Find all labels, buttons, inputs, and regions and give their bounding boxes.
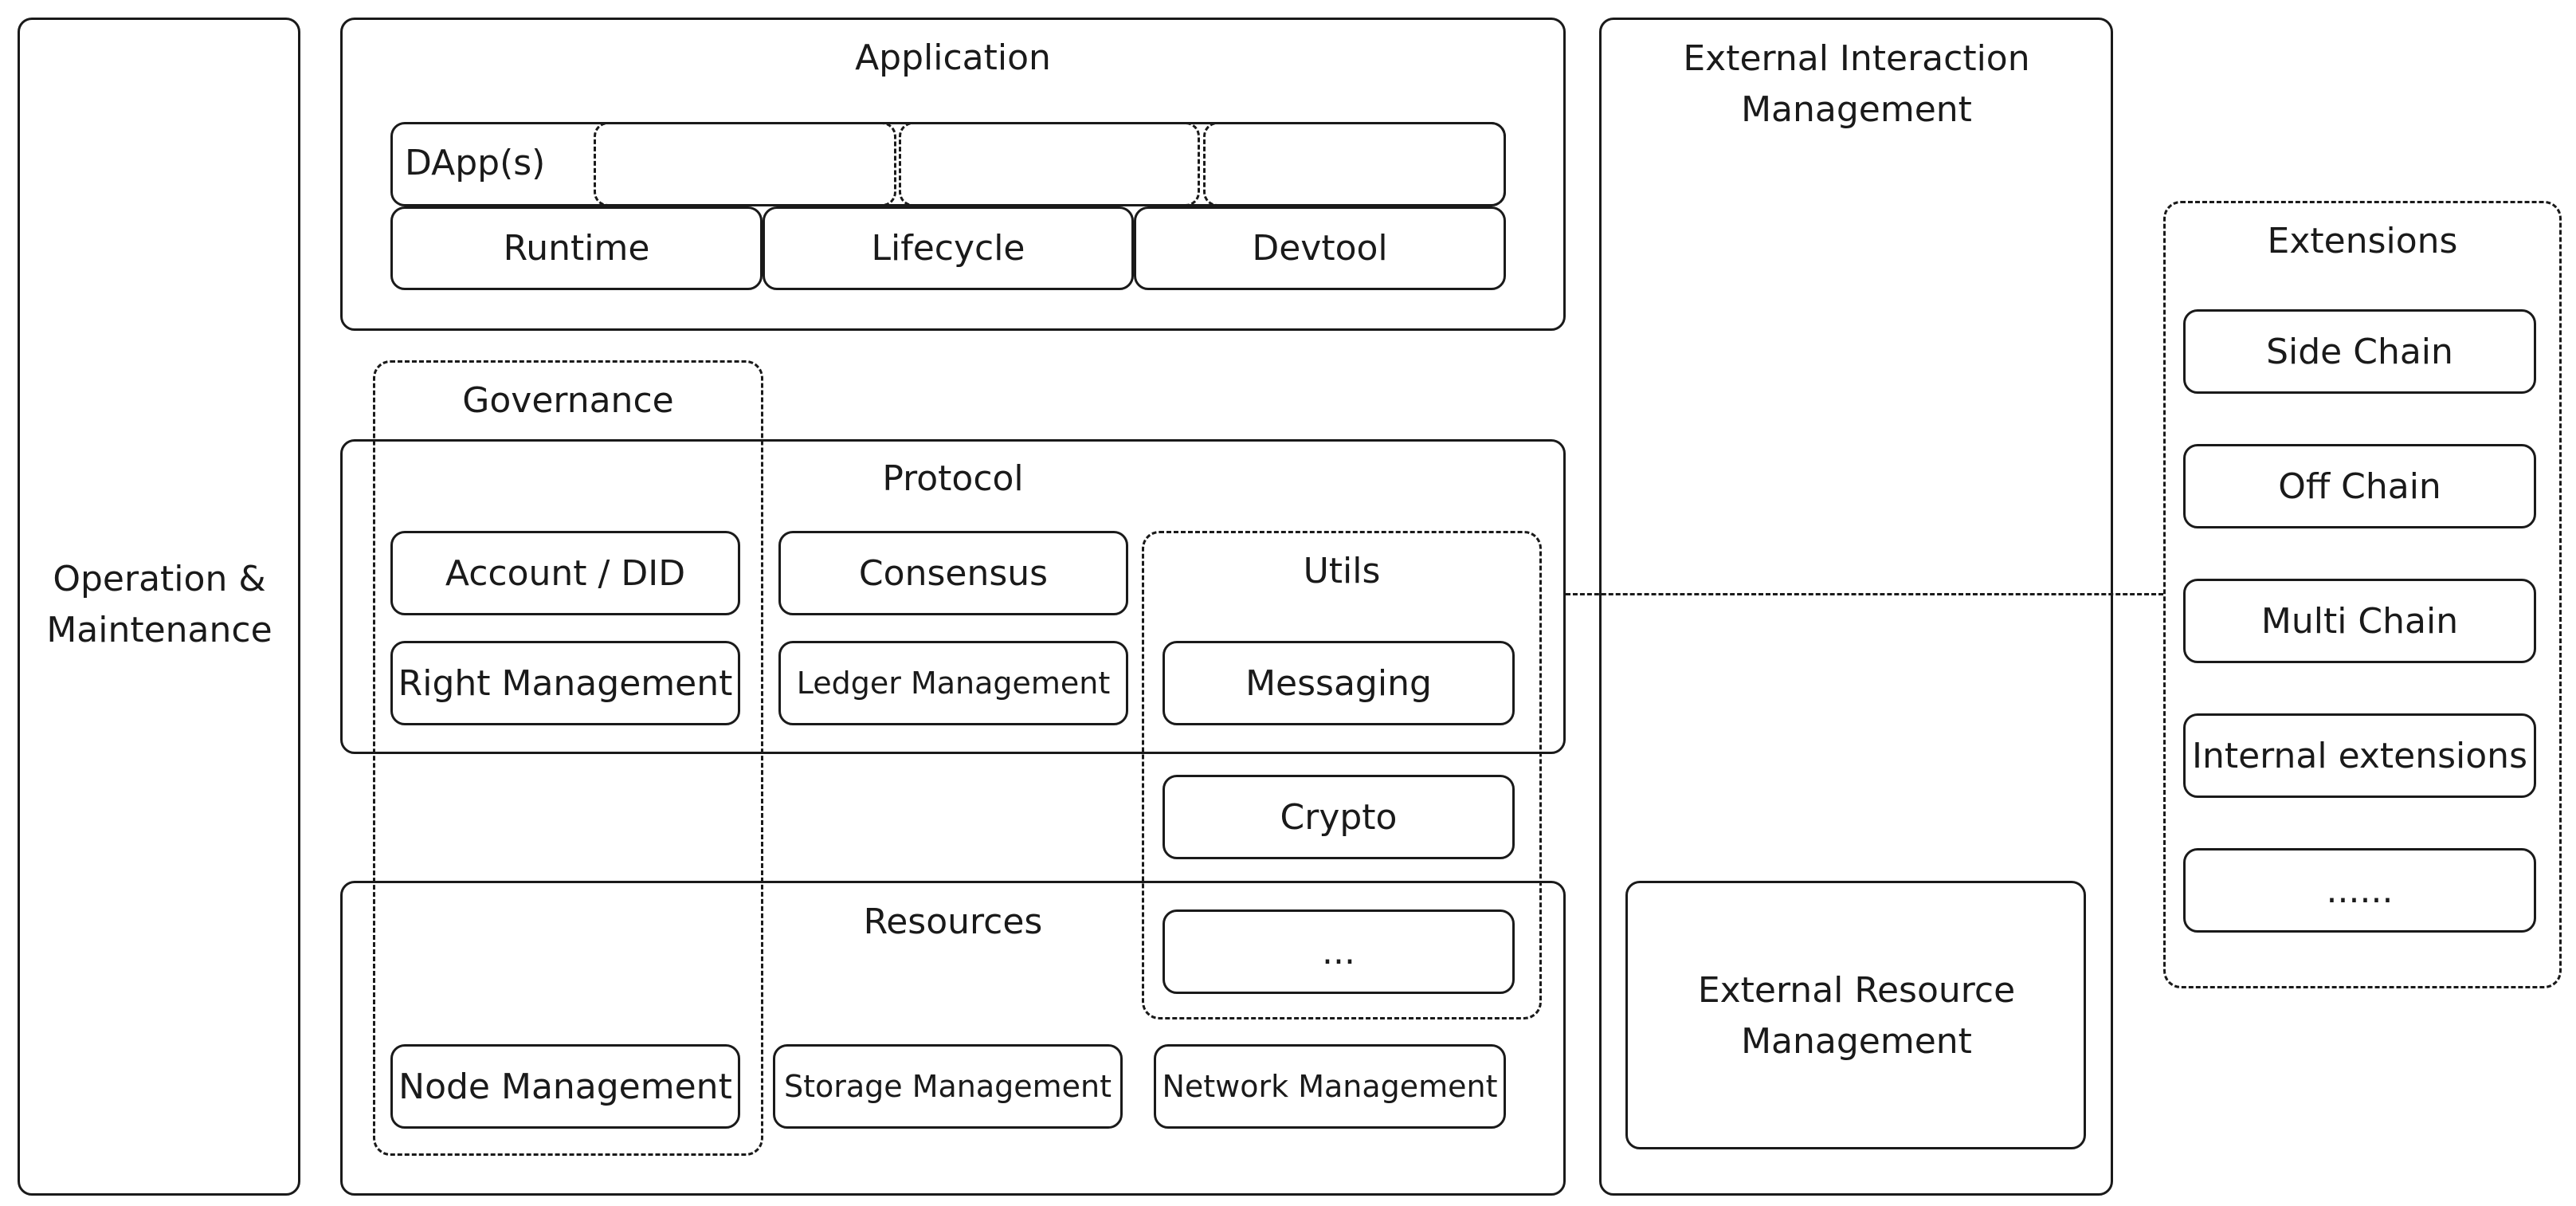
dapp-slot-1 bbox=[594, 122, 896, 206]
account-did-box: Account / DID bbox=[390, 531, 740, 615]
protocol-panel bbox=[340, 439, 1566, 754]
storage-management-box: Storage Management bbox=[773, 1044, 1123, 1129]
lifecycle-box: Lifecycle bbox=[763, 206, 1134, 290]
network-management-box: Network Management bbox=[1154, 1044, 1506, 1129]
external-resource-panel bbox=[1625, 881, 2086, 1149]
governance-title: Governance bbox=[462, 380, 674, 421]
utils-group bbox=[1142, 531, 1542, 1019]
dapp-slot-3 bbox=[1203, 122, 1506, 206]
devtool-box: Devtool bbox=[1134, 206, 1506, 290]
messaging-box: Messaging bbox=[1163, 641, 1515, 725]
dapps-label: DApp(s) bbox=[405, 143, 546, 183]
resources-panel bbox=[340, 881, 1566, 1196]
resources-title: Resources bbox=[863, 902, 1043, 942]
extensions-title: Extensions bbox=[2267, 221, 2458, 261]
utils-ellipsis-box: ... bbox=[1163, 909, 1515, 994]
ledger-management-box: Ledger Management bbox=[778, 641, 1128, 725]
side-chain-box: Side Chain bbox=[2183, 309, 2536, 394]
operation-maintenance-label: Operation & Maintenance bbox=[46, 559, 272, 650]
node-management-box: Node Management bbox=[390, 1044, 740, 1129]
operation-maintenance-panel bbox=[18, 18, 300, 1196]
utils-title: Utils bbox=[1303, 551, 1381, 591]
crypto-box: Crypto bbox=[1163, 775, 1515, 859]
extensions-ellipsis-box: ...... bbox=[2183, 848, 2536, 933]
internal-extensions-box: Internal extensions bbox=[2183, 713, 2536, 798]
extensions-group bbox=[2163, 201, 2562, 988]
external-interaction-panel bbox=[1599, 18, 2113, 1196]
external-resource-title: External Resource Management bbox=[1697, 970, 2016, 1062]
runtime-box: Runtime bbox=[390, 206, 763, 290]
external-interaction-title: External Interaction Management bbox=[1683, 38, 2030, 130]
application-panel bbox=[340, 18, 1566, 331]
off-chain-box: Off Chain bbox=[2183, 444, 2536, 528]
right-management-box: Right Management bbox=[390, 641, 740, 725]
multi-chain-box: Multi Chain bbox=[2183, 579, 2536, 663]
dapp-slot-2 bbox=[899, 122, 1200, 206]
consensus-box: Consensus bbox=[778, 531, 1128, 615]
application-title: Application bbox=[855, 37, 1051, 78]
protocol-title: Protocol bbox=[882, 458, 1024, 499]
governance-group bbox=[373, 360, 763, 1156]
extensions-connector-line bbox=[1566, 593, 2163, 595]
